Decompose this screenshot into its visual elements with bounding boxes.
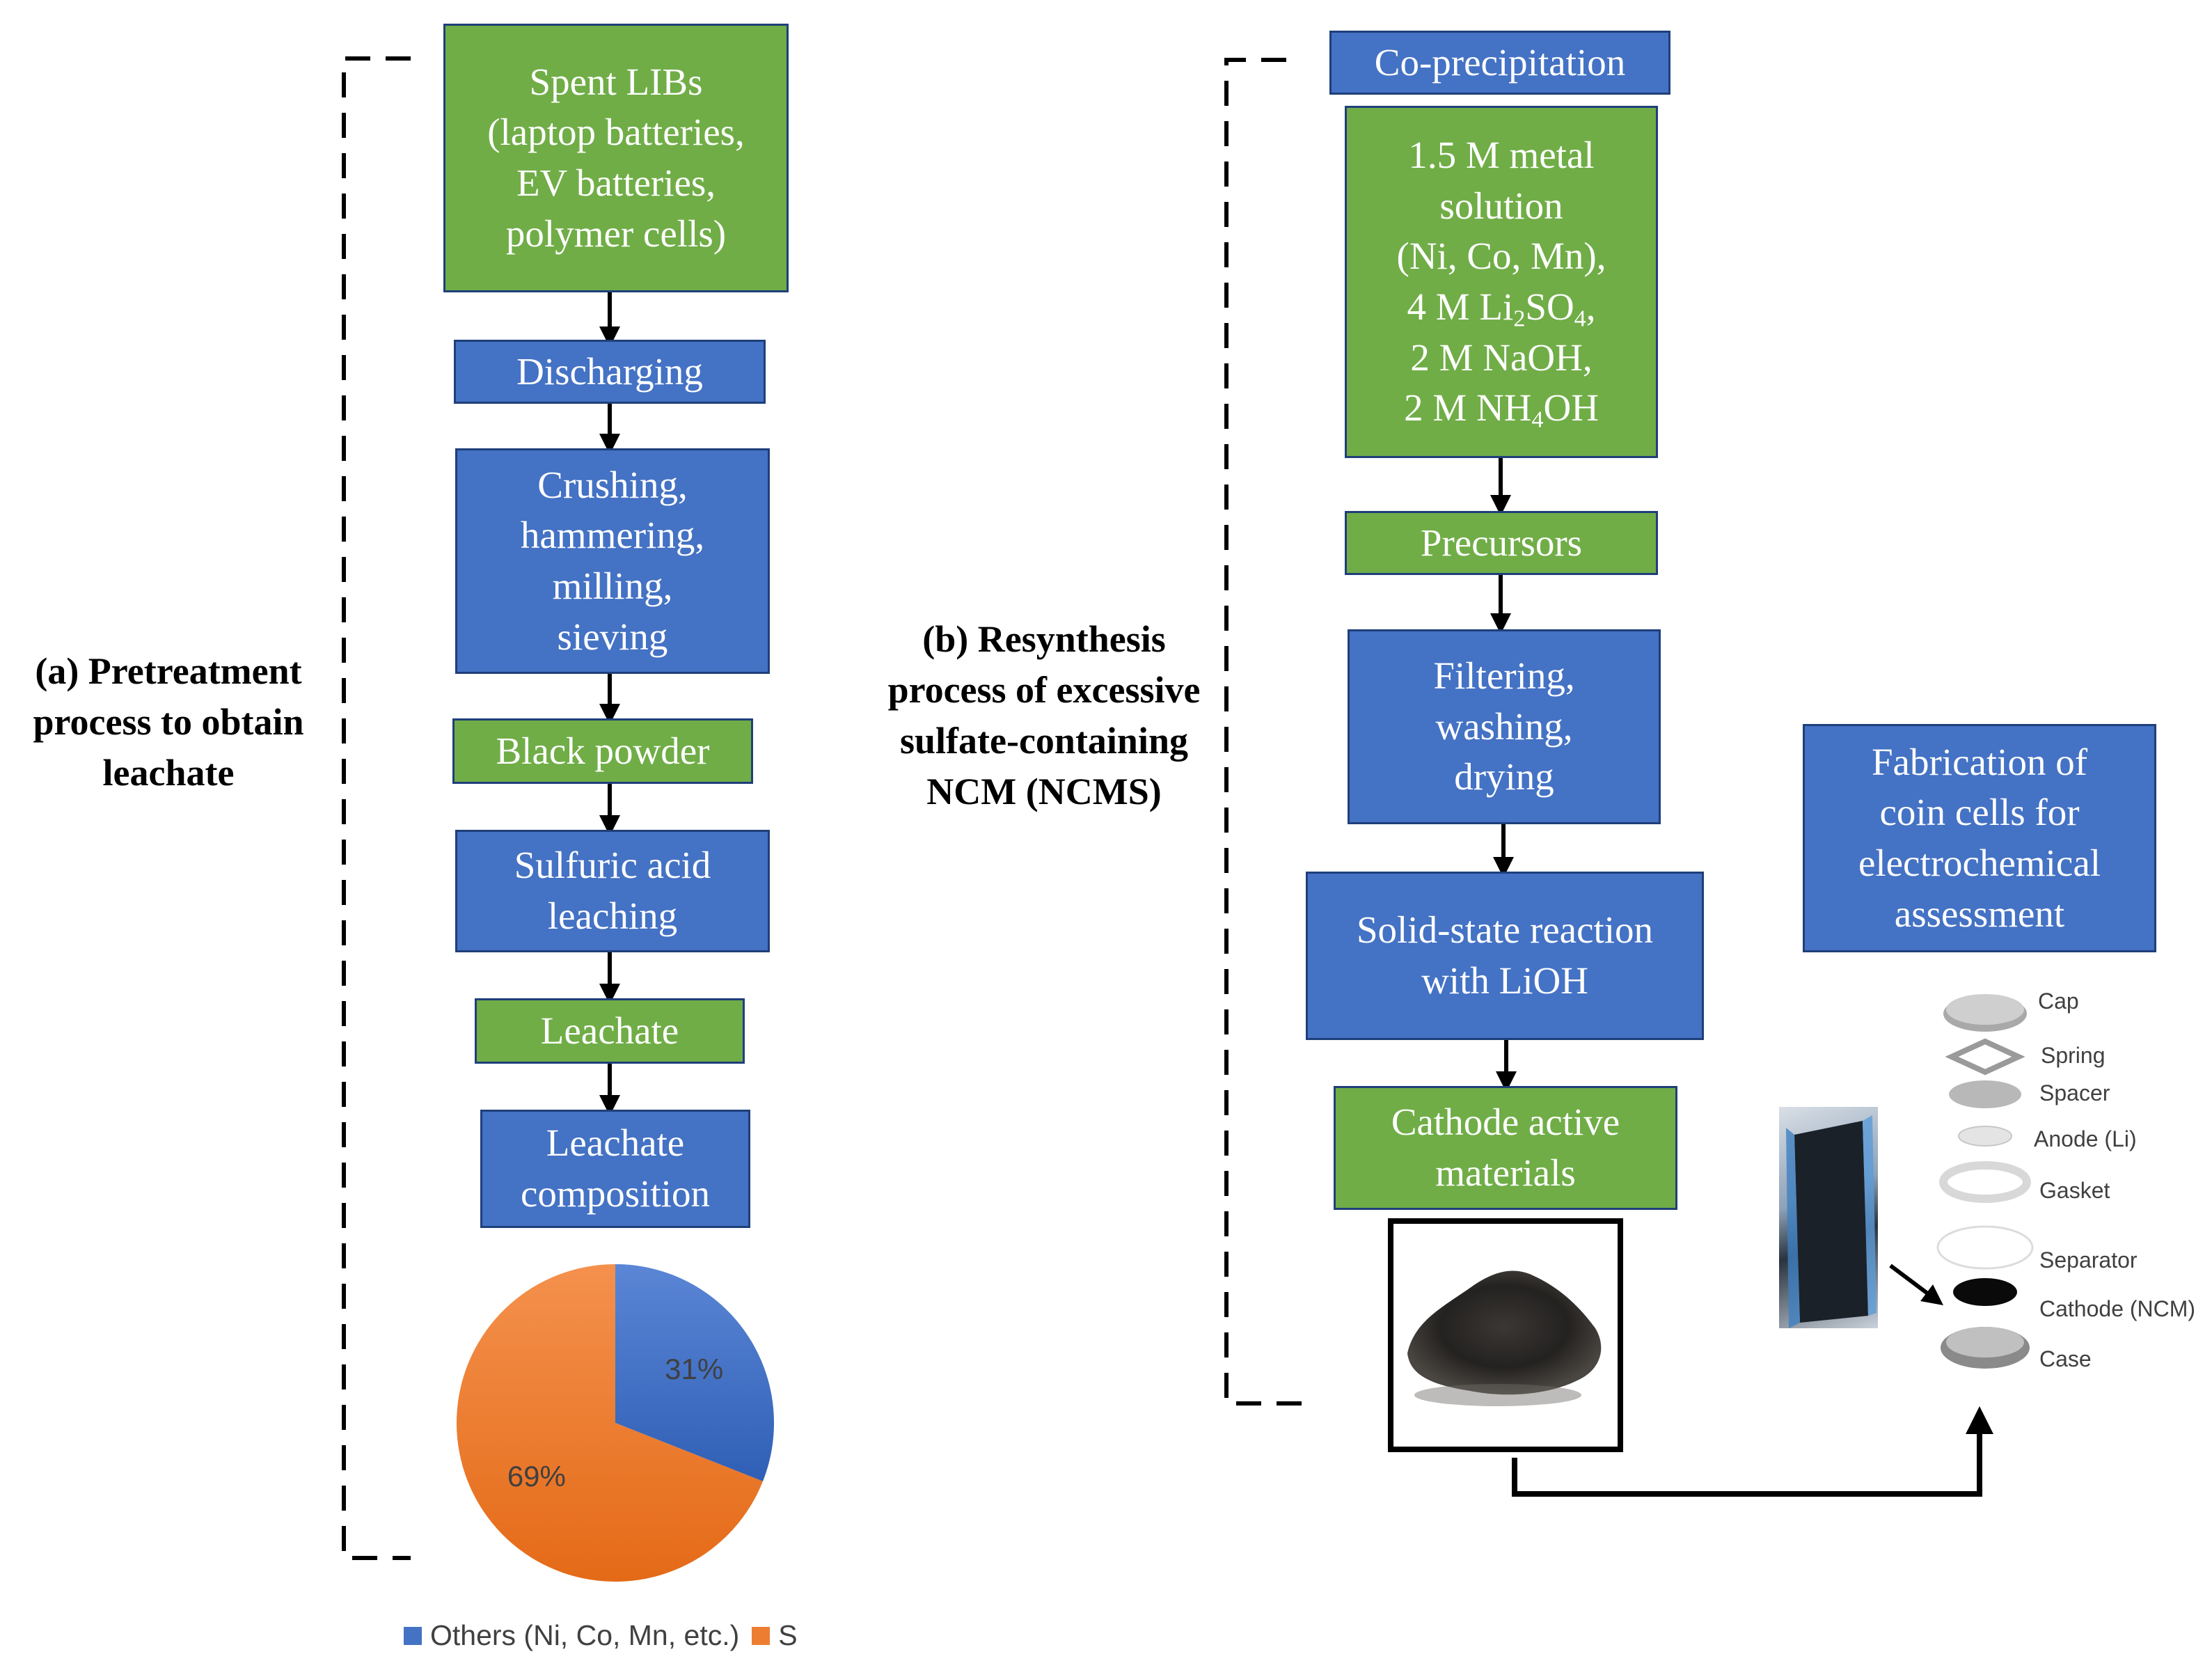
- step-text: (laptop batteries,: [487, 111, 745, 154]
- step-discharging: Discharging: [454, 340, 766, 404]
- step-text: Crushing,: [537, 463, 688, 506]
- case-part: [1941, 1327, 2030, 1369]
- step-solid-state-reaction: Solid-state reaction with LiOH: [1306, 872, 1704, 1040]
- step-filtering: Filtering, washing, drying: [1348, 629, 1661, 824]
- step-text: drying: [1454, 755, 1554, 798]
- part-label-separator: Separator: [2039, 1247, 2138, 1273]
- powder-pile-image: [1407, 1270, 1602, 1406]
- step-text: (Ni, Co, Mn),: [1396, 235, 1606, 278]
- step-text: coin cells for: [1879, 791, 2080, 834]
- separator-part: [1936, 1225, 2034, 1270]
- electrode-sheet-image: [1786, 1115, 1877, 1328]
- text: OH: [1543, 386, 1599, 430]
- legend-item-others: Others (Ni, Co, Mn, etc.): [404, 1619, 739, 1652]
- part-label-anode: Anode (Li): [2034, 1126, 2137, 1151]
- step-text: leaching: [547, 895, 678, 937]
- part-label-spacer: Spacer: [2039, 1080, 2110, 1105]
- gasket-part: [1939, 1161, 2031, 1203]
- cathode-electrode-photo: [1779, 1107, 1878, 1328]
- bracket-pretreatment: [342, 56, 411, 1560]
- subscript: 4: [1574, 306, 1586, 332]
- step-text: Co-precipitation: [1374, 40, 1626, 84]
- legend-swatch-orange: [752, 1626, 771, 1645]
- cap-part: [1943, 994, 2027, 1032]
- step-text: Fabrication of: [1871, 740, 2088, 783]
- step-text: Sulfuric acid: [514, 844, 711, 887]
- pretreatment-label-line: process to obtain: [33, 700, 304, 743]
- step-sulfuric-acid-leaching: Sulfuric acid leaching: [455, 830, 770, 952]
- step-text: Cathode active: [1391, 1101, 1620, 1144]
- step-text: solution: [1439, 184, 1563, 227]
- step-metal-solution: 1.5 M metal solution (Ni, Co, Mn), 4 M L…: [1345, 106, 1658, 458]
- step-text-li2so4: 4 M Li2SO4,: [1407, 282, 1596, 333]
- step-text: Black powder: [496, 729, 710, 772]
- step-coin-cell-fabrication: Fabrication of coin cells for electroche…: [1803, 724, 2156, 952]
- spring-part: [1945, 1038, 2025, 1076]
- part-label-cap: Cap: [2038, 989, 2079, 1014]
- part-label-case: Case: [2039, 1346, 2092, 1371]
- step-black-powder: Black powder: [452, 718, 753, 784]
- step-cathode-active-materials: Cathode active materials: [1334, 1086, 1677, 1210]
- step-text: with LiOH: [1421, 959, 1588, 1002]
- spacer-part: [1949, 1080, 2021, 1108]
- text: ,: [1586, 285, 1596, 328]
- cathode-powder-photo: [1388, 1218, 1623, 1452]
- step-text: Leachate: [546, 1121, 685, 1165]
- step-text: Spent LIBs: [529, 60, 703, 103]
- step-text: hammering,: [520, 514, 705, 557]
- resynthesis-label-line: sulfate-containing: [899, 719, 1189, 762]
- step-text: materials: [1435, 1151, 1576, 1194]
- legend-swatch-blue: [404, 1626, 422, 1645]
- resynthesis-label-line: process of excessive: [887, 668, 1201, 711]
- resynthesis-label-line: (b) Resynthesis: [922, 618, 1166, 660]
- step-text: polymer cells): [505, 212, 727, 255]
- part-label-spring: Spring: [2041, 1043, 2106, 1068]
- legend-label: S: [778, 1619, 798, 1651]
- step-text: EV batteries,: [516, 162, 716, 204]
- step-text: washing,: [1435, 704, 1573, 748]
- step-text: Precursors: [1420, 521, 1583, 564]
- step-text-nh4oh: 2 M NH4OH: [1404, 383, 1599, 434]
- pie-legend: Others (Ni, Co, Mn, etc.) S: [404, 1619, 810, 1652]
- step-text: assessment: [1894, 892, 2065, 935]
- subscript: 4: [1531, 407, 1544, 433]
- step-text: 2 M NaOH,: [1410, 336, 1593, 379]
- subscript: 2: [1513, 306, 1526, 332]
- step-text: Leachate: [540, 1009, 679, 1052]
- pretreatment-label-line: leachate: [102, 751, 235, 794]
- bracket-resynthesis: [1224, 58, 1317, 1406]
- step-precursors: Precursors: [1345, 511, 1658, 575]
- text: 4 M Li: [1407, 285, 1514, 328]
- step-text: milling,: [552, 565, 673, 607]
- pretreatment-label: (a) Pretreatment process to obtain leach…: [8, 646, 329, 798]
- step-coprecipitation: Co-precipitation: [1329, 31, 1670, 95]
- legend-label: Others (Ni, Co, Mn, etc.): [430, 1619, 740, 1651]
- step-leachate: Leachate: [475, 998, 745, 1064]
- step-text: Solid-state reaction: [1356, 908, 1654, 952]
- step-crushing: Crushing, hammering, milling, sieving: [455, 448, 770, 674]
- part-label-gasket: Gasket: [2039, 1178, 2110, 1203]
- legend-item-s: S: [752, 1619, 798, 1652]
- resynthesis-label-line: NCM (NCMS): [926, 770, 1162, 812]
- step-spent-libs: Spent LIBs (laptop batteries, EV batteri…: [443, 24, 789, 292]
- cathode-part: [1953, 1278, 2017, 1306]
- step-text: Discharging: [516, 349, 703, 393]
- part-label-cathode: Cathode (NCM): [2039, 1296, 2196, 1321]
- text: SO: [1525, 285, 1574, 328]
- step-text: composition: [521, 1172, 710, 1215]
- text: 2 M NH: [1404, 386, 1532, 430]
- resynthesis-label: (b) Resynthesis process of excessive sul…: [849, 614, 1239, 817]
- arrow-powder-to-fabrication: [1512, 1406, 1993, 1497]
- anode-part: [1958, 1126, 2012, 1147]
- step-leachate-composition: Leachate composition: [480, 1110, 750, 1228]
- step-text: Filtering,: [1433, 654, 1575, 698]
- pretreatment-label-line: (a) Pretreatment: [35, 650, 302, 692]
- step-text: sieving: [557, 615, 668, 658]
- arrow-coin-cell-pointer: [1889, 1264, 1943, 1305]
- step-text: electrochemical: [1858, 842, 2101, 884]
- step-text: 1.5 M metal: [1408, 134, 1595, 177]
- coin-cell-components: [1936, 994, 2034, 1369]
